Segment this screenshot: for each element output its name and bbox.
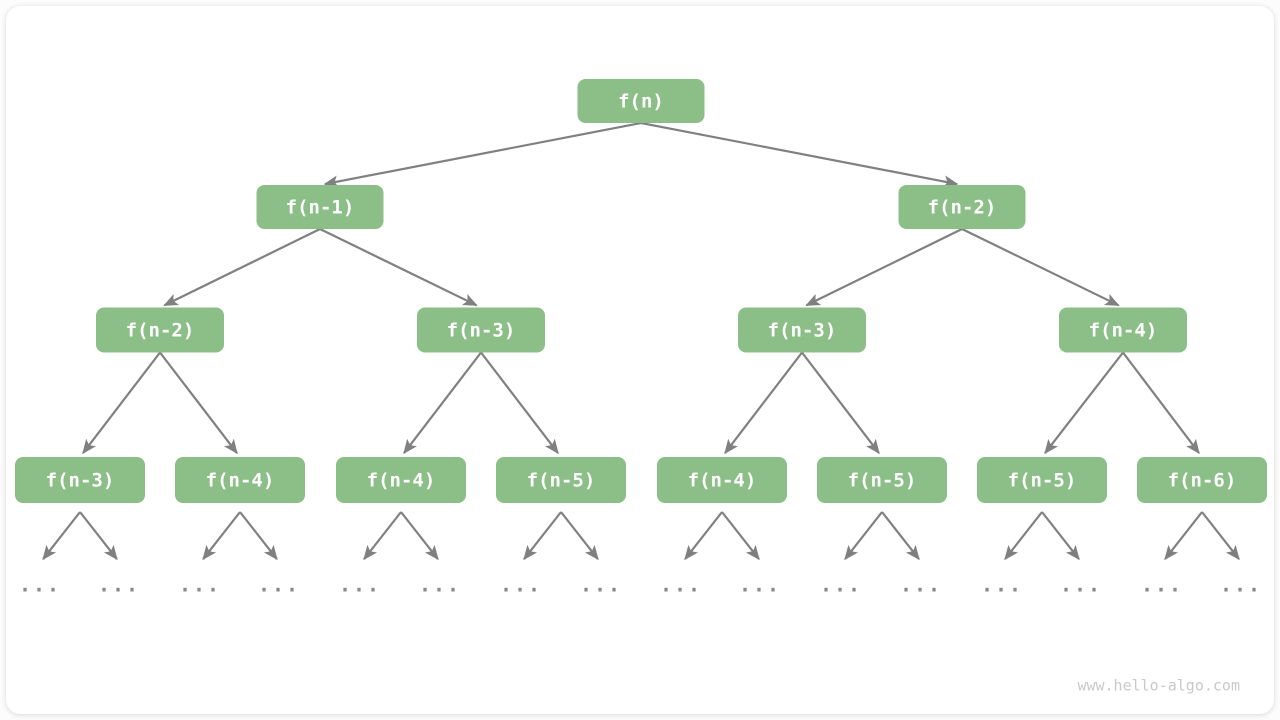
tree-node[interactable]: f(n-4) (1059, 307, 1187, 353)
ellipsis-label: ... (900, 573, 942, 597)
leaf-stub-edge (523, 511, 562, 561)
leaf-stub-edge (684, 511, 723, 561)
tree-edge (323, 121, 642, 188)
ellipsis-label: ... (1220, 573, 1262, 597)
tree-node-box (1137, 457, 1267, 503)
tree-edge (403, 351, 482, 455)
tree-node-label: f(n-3) (768, 320, 837, 342)
leaf-stub-edge (239, 511, 278, 561)
tree-edge (805, 228, 963, 307)
tree-node[interactable]: f(n-3) (15, 457, 145, 503)
tree-node-label: f(n-6) (1168, 470, 1237, 492)
tree-node-label: f(n-2) (126, 320, 195, 342)
tree-edge (961, 228, 1120, 307)
tree-node[interactable]: f(n-4) (175, 457, 305, 503)
leaf-stub-edge (79, 511, 118, 561)
leaf-stub-edge (1041, 511, 1080, 561)
ellipsis-label: ... (419, 573, 461, 597)
tree-node[interactable]: f(n-1) (256, 185, 384, 229)
tree-edge (159, 351, 238, 455)
tree-edge (319, 228, 478, 307)
tree-edge (480, 351, 559, 455)
tree-node-label: f(n-5) (848, 470, 917, 492)
tree-node-box (577, 79, 705, 123)
tree-node[interactable]: f(n-5) (817, 457, 947, 503)
tree-node-box (1059, 307, 1187, 353)
ellipsis-group: ........................................… (19, 573, 1262, 597)
tree-node-box (175, 457, 305, 503)
tree-edge (801, 351, 880, 455)
ellipsis-label: ... (19, 573, 61, 597)
tree-node[interactable]: f(n) (577, 79, 705, 123)
tree-node-label: f(n-2) (928, 197, 997, 219)
tree-node[interactable]: f(n-3) (417, 307, 545, 353)
tree-node[interactable]: f(n-6) (1137, 457, 1267, 503)
ellipsis-label: ... (258, 573, 300, 597)
ellipsis-label: ... (981, 573, 1023, 597)
watermark: www.hello-algo.com (1077, 677, 1240, 695)
ellipsis-label: ... (98, 573, 140, 597)
tree-node-box (96, 307, 224, 353)
tree-node-box (496, 457, 626, 503)
tree-node-label: f(n-1) (286, 197, 355, 219)
ellipsis-label: ... (1060, 573, 1102, 597)
tree-node-box (817, 457, 947, 503)
ellipsis-label: ... (179, 573, 221, 597)
leaf-stub-edge (560, 511, 599, 561)
tree-node-label: f(n-3) (447, 320, 516, 342)
leaf-stub-edge (400, 511, 439, 561)
tree-node-box (977, 457, 1107, 503)
leaf-stub-edge (363, 511, 402, 561)
tree-node-label: f(n) (618, 91, 664, 113)
tree-edge (1044, 351, 1124, 455)
tree-node-label: f(n-4) (367, 470, 436, 492)
tree-node[interactable]: f(n-5) (977, 457, 1107, 503)
tree-edge (724, 351, 803, 455)
tree-edge (82, 351, 161, 455)
tree-node-box (657, 457, 787, 503)
leaf-stub-edge (1201, 511, 1240, 561)
ellipsis-label: ... (820, 573, 862, 597)
tree-node[interactable]: f(n-3) (738, 307, 866, 353)
leaf-stub-edge (1004, 511, 1043, 561)
leaf-stub-edges-group (42, 511, 1240, 561)
tree-node-label: f(n-4) (206, 470, 275, 492)
ellipsis-label: ... (580, 573, 622, 597)
leaf-stub-edge (202, 511, 241, 561)
tree-node[interactable]: f(n-4) (657, 457, 787, 503)
nodes-group: f(n) f(n-1) f(n-2) f(n-2) f(n-3) f(n-3) f(n-4)… (15, 79, 1267, 503)
leaf-stub-edge (1164, 511, 1203, 561)
tree-node-box (256, 185, 384, 229)
ellipsis-label: ... (739, 573, 781, 597)
tree-node-box (417, 307, 545, 353)
tree-edge (640, 121, 959, 188)
tree-node-label: f(n-3) (46, 470, 115, 492)
tree-node-box (738, 307, 866, 353)
ellipsis-label: ... (500, 573, 542, 597)
tree-node-box (898, 185, 1026, 229)
ellipsis-label: ... (339, 573, 381, 597)
tree-edge (1122, 351, 1200, 455)
tree-node[interactable]: f(n-4) (336, 457, 466, 503)
ellipsis-label: ... (1141, 573, 1183, 597)
leaf-stub-edge (881, 511, 920, 561)
tree-node[interactable]: f(n-5) (496, 457, 626, 503)
edges-group (82, 121, 1200, 455)
tree-node-label: f(n-4) (1089, 320, 1158, 342)
tree-node-label: f(n-5) (527, 470, 596, 492)
tree-node-label: f(n-5) (1008, 470, 1077, 492)
leaf-stub-edge (721, 511, 760, 561)
leaf-stub-edge (844, 511, 883, 561)
tree-node-label: f(n-4) (688, 470, 757, 492)
ellipsis-label: ... (660, 573, 702, 597)
tree-node-box (336, 457, 466, 503)
tree-edge (163, 228, 321, 307)
tree-node-box (15, 457, 145, 503)
tree-node[interactable]: f(n-2) (898, 185, 1026, 229)
leaf-stub-edge (42, 511, 81, 561)
tree-node[interactable]: f(n-2) (96, 307, 224, 353)
